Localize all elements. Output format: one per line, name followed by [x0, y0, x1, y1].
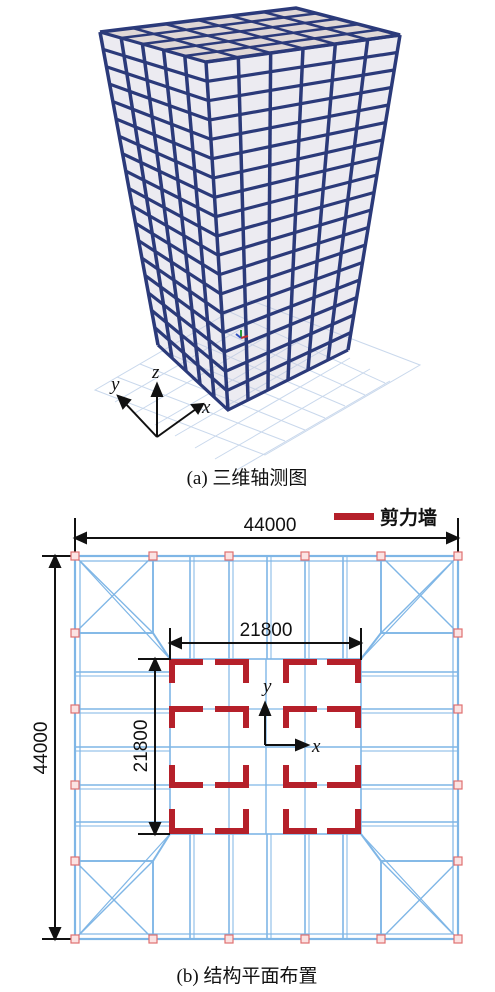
- tower-roof-beam: [165, 22, 271, 55]
- shear-wall: [215, 706, 249, 728]
- shear-wall: [215, 809, 249, 834]
- shear-wall: [327, 765, 361, 788]
- tower-frame: [98, 6, 402, 412]
- plan-column-marker: [453, 780, 463, 790]
- tower-column: [98, 31, 160, 346]
- plan-column-marker: [453, 628, 463, 638]
- tower-column: [266, 52, 273, 391]
- tower-roof-beam: [132, 26, 239, 59]
- tower-column: [161, 49, 202, 385]
- tower-column: [346, 34, 402, 351]
- axes-3d: [116, 381, 205, 438]
- dim-core-height-label: 21800: [131, 720, 152, 773]
- axis-z-label-3d: z: [151, 362, 160, 383]
- plan-column-marker: [224, 934, 234, 944]
- tower-column: [140, 43, 188, 372]
- shear-wall: [327, 659, 361, 683]
- axis-y-arrow: [116, 394, 132, 410]
- axes-plan: [258, 700, 311, 752]
- tower-roof-beam: [263, 10, 368, 41]
- tower-roof-beam: [197, 18, 304, 50]
- origin-marker: [235, 330, 249, 339]
- plan-beam: [74, 555, 171, 660]
- plan-column-marker: [70, 856, 80, 866]
- tower-column: [286, 48, 305, 381]
- shear-wall: [215, 765, 249, 788]
- plan-column-marker: [70, 934, 80, 944]
- plan-column-marker: [70, 551, 80, 561]
- shear-wall: [169, 809, 203, 834]
- legend: 剪力墙: [334, 506, 437, 529]
- shear-wall: [169, 659, 203, 683]
- plan-column-marker: [453, 704, 463, 714]
- axis-z-arrow: [150, 381, 164, 397]
- tower-roof-beam: [230, 14, 336, 46]
- axis-x-arrow: [190, 402, 205, 415]
- plan-beam: [152, 833, 171, 862]
- shear-wall: [283, 809, 317, 834]
- plan-column-marker: [453, 934, 463, 944]
- dim-core-width: [167, 628, 364, 660]
- shear-wall: [169, 765, 203, 788]
- plan-beam: [152, 632, 171, 660]
- axis-x-line: [156, 408, 197, 438]
- dim-left: [42, 553, 74, 942]
- axis-y-label-3d: y: [109, 374, 120, 395]
- tower-column: [119, 37, 174, 359]
- shear-wall: [327, 809, 361, 834]
- plan-column-marker: [453, 551, 463, 561]
- shear-wall: [169, 706, 203, 728]
- plan-column-marker: [376, 551, 386, 561]
- plan-column-marker: [70, 628, 80, 638]
- axis-y-label-plan: y: [261, 676, 272, 697]
- tower-column: [306, 43, 338, 371]
- plan-frame: [70, 551, 463, 944]
- shear-wall: [283, 659, 317, 683]
- plan-column-marker: [453, 856, 463, 866]
- caption-a: (a) 三维轴测图: [187, 467, 308, 489]
- plan-column-marker: [300, 934, 310, 944]
- plan-column-marker: [148, 934, 158, 944]
- axis-x-label-plan: x: [311, 736, 321, 757]
- axis-y-line: [123, 401, 158, 438]
- plan-beam: [74, 833, 171, 940]
- tower-column: [326, 39, 370, 361]
- shear-wall: [215, 659, 249, 683]
- shear-wall: [327, 706, 361, 728]
- plan-corner-brace: [74, 860, 154, 940]
- axis-x-label-3d: x: [201, 397, 211, 418]
- view3d-panel: y z x (a) 三维轴测图: [93, 6, 422, 489]
- plan-column-marker: [224, 551, 234, 561]
- plan-beam: [360, 555, 459, 660]
- tower-roof-edge: [99, 6, 401, 64]
- plan-beam: [360, 833, 382, 862]
- legend-wall-swatch: [334, 513, 374, 520]
- tower-column: [183, 55, 216, 398]
- dim-core-height: [138, 656, 170, 837]
- plan-column-marker: [70, 780, 80, 790]
- plan-panel: 剪力墙 44000 44000 218: [31, 506, 463, 987]
- plan-corner-brace: [380, 860, 459, 940]
- plan-column-marker: [376, 934, 386, 944]
- plan-column-marker: [300, 551, 310, 561]
- shear-wall: [283, 765, 317, 788]
- plan-corner-brace: [74, 555, 154, 634]
- plan-beam: [360, 833, 459, 940]
- plan-corner-brace: [380, 555, 459, 634]
- caption-b: (b) 结构平面布置: [177, 965, 318, 987]
- dim-left-label: 44000: [31, 722, 52, 775]
- tower-column: [204, 61, 230, 411]
- shear-wall: [283, 706, 317, 728]
- dim-top: [72, 518, 461, 552]
- plan-column-marker: [148, 551, 158, 561]
- plan-column-marker: [70, 704, 80, 714]
- dim-core-width-label: 21800: [240, 620, 293, 641]
- legend-wall-label: 剪力墙: [380, 506, 437, 529]
- dim-top-label: 44000: [244, 515, 297, 536]
- tower-column: [236, 57, 250, 401]
